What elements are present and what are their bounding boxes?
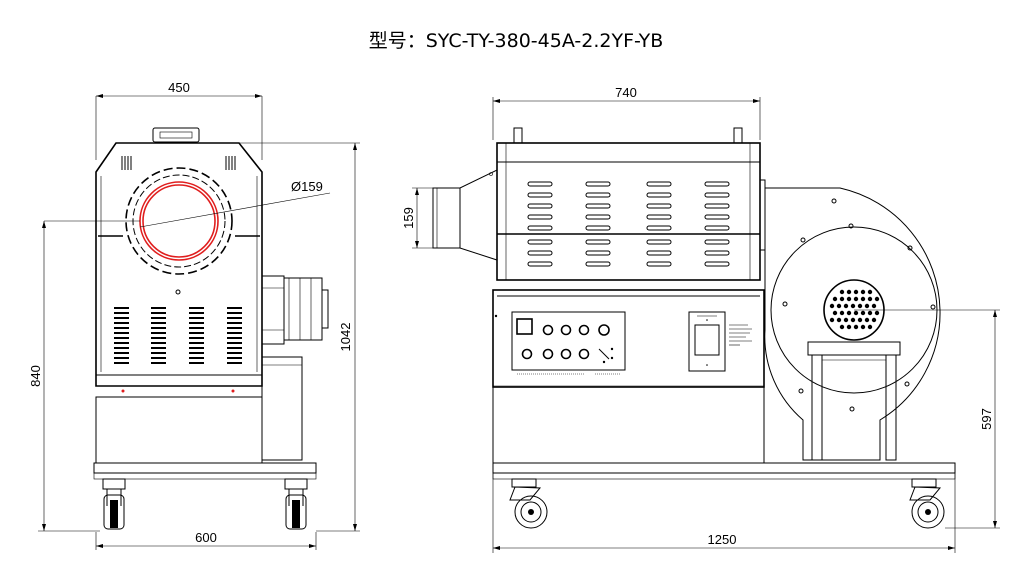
- top-vent-right: [225, 156, 236, 170]
- front-dim-1042: 1042: [338, 323, 353, 352]
- meter-box: [688, 311, 726, 372]
- lower-cabinet: [492, 289, 765, 388]
- side-dim-597: 597: [979, 408, 994, 430]
- inlet-duct: [432, 169, 498, 261]
- front-caster-right: [284, 478, 308, 530]
- fan-stand-top: [807, 341, 901, 356]
- outlet-circle: [139, 181, 219, 261]
- top-handle: [152, 127, 200, 143]
- inner-dashed-ring: [132, 174, 226, 268]
- front-view: 450 Ø1: [28, 80, 360, 550]
- side-dim-740: 740: [615, 85, 637, 100]
- front-louvers: [114, 307, 242, 364]
- centrifugal-fan-housing: [764, 187, 941, 461]
- side-view: 740 159: [401, 85, 1000, 553]
- temperature-display: [516, 318, 533, 335]
- front-body: [95, 142, 263, 387]
- side-dim-159: 159: [401, 207, 416, 229]
- heater-upper-body: [496, 142, 761, 281]
- front-motor: [261, 275, 329, 345]
- front-dim-840: 840: [28, 365, 43, 387]
- front-dim-diameter: Ø159: [291, 179, 323, 194]
- model-label: 型号：SYC-TY-380-45A-2.2YF-YB: [369, 30, 664, 52]
- front-dim-600: 600: [195, 530, 217, 545]
- top-vent-left: [121, 156, 132, 170]
- side-louvers: [527, 181, 730, 267]
- side-dim-1250: 1250: [708, 532, 737, 547]
- control-panel: [511, 311, 626, 371]
- front-dim-width-top: 450: [95, 80, 263, 160]
- front-dim-450: 450: [168, 80, 190, 95]
- front-caster-left: [102, 478, 126, 530]
- side-caster-left: [509, 478, 548, 529]
- outer-dashed-ring: [125, 167, 233, 275]
- fan-grille: [829, 289, 880, 330]
- side-caster-right: [909, 478, 945, 529]
